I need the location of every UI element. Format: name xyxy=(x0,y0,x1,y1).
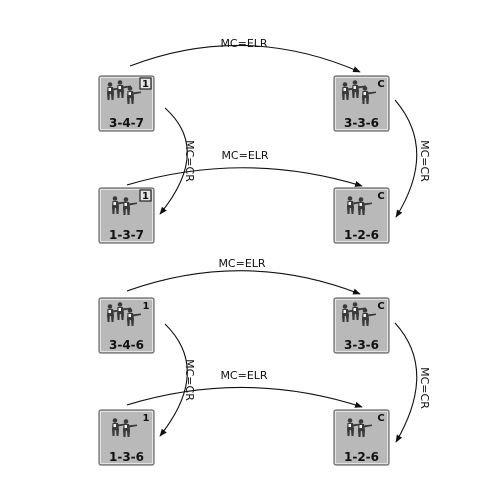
counter-squad-336: C 3-3-6 xyxy=(333,297,390,354)
label-top: MC=ELR xyxy=(220,37,267,50)
corner-mark: C xyxy=(377,301,384,312)
strength-factors: 1-3-7 xyxy=(109,228,144,242)
corner-mark: C xyxy=(377,79,384,90)
group-1: MC=ELR MC=ELR MC=CR MC=CR 1 3-4-7 C 3-3-… xyxy=(98,37,431,244)
counter-squad-346: 1 3-4-6 xyxy=(98,297,155,354)
label-top: MC=ELR xyxy=(218,257,265,270)
counter-halfsquad-136: 1 1-3-6 xyxy=(98,409,155,466)
arrow-left xyxy=(159,323,188,437)
corner-mark: C xyxy=(377,191,384,202)
strength-factors: 3-3-6 xyxy=(344,338,379,352)
label-left: MC=CR xyxy=(183,359,196,401)
corner-box xyxy=(139,77,152,90)
counter-halfsquad-137: 1 1-3-7 xyxy=(98,187,155,244)
corner-mark: C xyxy=(377,413,384,424)
arrow-right xyxy=(394,99,418,218)
strength-factors: 1-3-6 xyxy=(109,450,144,464)
arrow-right xyxy=(394,322,418,443)
corner-mark: 1 xyxy=(143,413,150,424)
strength-factors: 3-4-7 xyxy=(109,116,144,130)
arrow-middle xyxy=(126,386,363,408)
arrow-top xyxy=(126,270,361,295)
corner-mark: 1 xyxy=(143,301,150,312)
counter-halfsquad-126: C 1-2-6 xyxy=(333,409,390,466)
label-middle: MC=ELR xyxy=(220,369,267,382)
group-2: MC=ELR MC=ELR MC=CR MC=CR 1 3-4-6 C 3-3-… xyxy=(98,257,431,466)
counter-halfsquad-126: C 1-2-6 xyxy=(333,187,390,244)
arrow-left xyxy=(159,107,188,215)
arrow-top xyxy=(129,44,361,73)
arrow-middle xyxy=(126,167,363,187)
counter-squad-347: 1 3-4-7 xyxy=(98,75,155,132)
label-left: MC=CR xyxy=(183,140,196,182)
corner-mark: 1 xyxy=(142,79,149,90)
label-right: MC=CR xyxy=(418,140,431,182)
label-right: MC=CR xyxy=(418,367,431,409)
strength-factors: 3-4-6 xyxy=(109,338,144,352)
counter-squad-336: C 3-3-6 xyxy=(333,75,390,132)
label-middle: MC=ELR xyxy=(221,149,268,162)
strength-factors: 3-3-6 xyxy=(344,116,379,130)
corner-mark: 1 xyxy=(142,191,149,202)
corner-box xyxy=(139,189,152,202)
strength-factors: 1-2-6 xyxy=(344,450,379,464)
strength-factors: 1-2-6 xyxy=(344,228,379,242)
